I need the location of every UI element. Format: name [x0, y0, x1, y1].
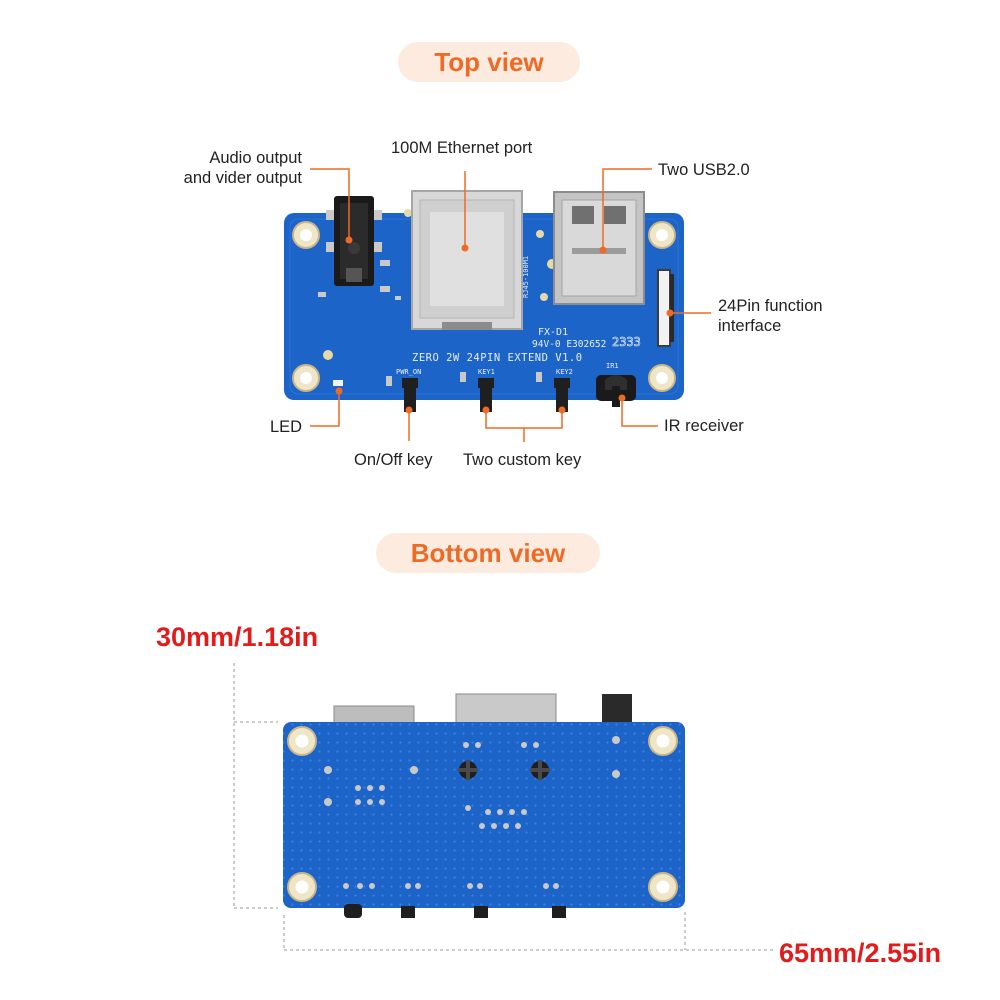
- bottom-view-heading: Bottom view: [376, 533, 600, 573]
- silk-key2: KEY2: [556, 368, 573, 376]
- silk-rj45: RJ45-100M1: [522, 256, 530, 298]
- callout-led: LED: [270, 418, 303, 436]
- callout-custom-key: Two custom key: [463, 451, 582, 469]
- callout-usb: Two USB2.0: [658, 161, 750, 179]
- silk-ir: IR1: [606, 362, 619, 370]
- led-component: [333, 380, 343, 386]
- callout-ethernet: 100M Ethernet port: [391, 139, 533, 157]
- callout-onoff: On/Off key: [354, 451, 433, 469]
- tactile-switch: [402, 378, 570, 412]
- silk-num: 2333: [612, 335, 641, 349]
- silk-cert: 94V-0 E302652: [532, 339, 606, 350]
- callout-dots: [335, 236, 674, 414]
- dimension-width: 65mm/2.55in: [779, 938, 942, 968]
- callout-lines: [310, 168, 711, 442]
- callout-ir: IR receiver: [664, 417, 744, 435]
- dimension-height: 30mm/1.18in: [156, 622, 319, 652]
- silk-pwr: PWR_ON: [396, 368, 421, 376]
- silk-board-name: ZERO 2W 24PIN EXTEND V1.0: [412, 352, 583, 364]
- silk-key1: KEY1: [478, 368, 495, 376]
- top-view-heading: Top view: [398, 42, 580, 82]
- silk-fx: FX-D1: [538, 327, 568, 338]
- dimension-lines: [233, 663, 776, 951]
